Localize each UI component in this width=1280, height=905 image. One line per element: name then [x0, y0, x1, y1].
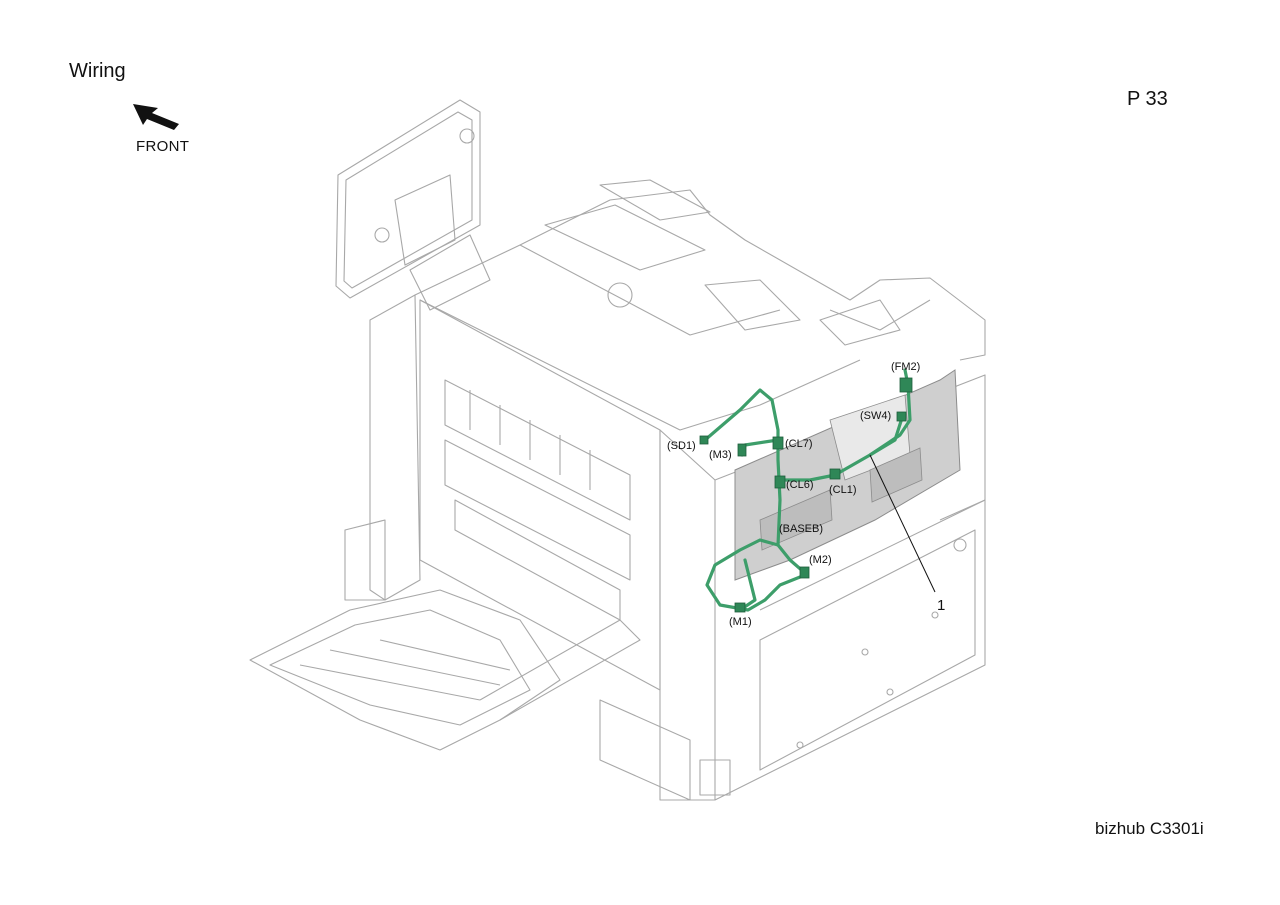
model-name: bizhub C3301i — [1095, 819, 1204, 838]
front-indicator: FRONT — [130, 100, 210, 160]
callout-m1: (M1) — [729, 616, 752, 628]
connector-fm2 — [899, 377, 913, 393]
machine-outline — [249, 99, 986, 801]
page-title: Wiring — [69, 60, 126, 82]
connector-cl6 — [774, 475, 786, 489]
connector-m3 — [737, 443, 747, 457]
connector-sd1 — [699, 435, 709, 445]
callout-m2: (M2) — [809, 554, 832, 566]
callout-baseb: (BASEB) — [779, 523, 823, 535]
front-label: FRONT — [136, 138, 190, 155]
connector-m2 — [799, 566, 810, 579]
connector-sw4 — [896, 411, 907, 422]
callout-fm2: (FM2) — [891, 361, 920, 373]
part-1-leader-line — [869, 454, 936, 593]
part-number-label: 1 — [937, 597, 945, 614]
callout-sd1: (SD1) — [667, 440, 696, 452]
connector-cl1 — [829, 468, 841, 480]
callout-m3: (M3) — [709, 449, 732, 461]
page-number: P 33 — [1127, 88, 1168, 110]
harness-connectors — [699, 377, 913, 613]
callout-cl7: (CL7) — [785, 438, 813, 450]
callout-sw4: (SW4) — [860, 410, 891, 422]
callout-cl6: (CL6) — [786, 479, 814, 491]
connector-cl7 — [772, 436, 784, 450]
connector-m1 — [734, 602, 746, 613]
front-arrow-icon — [133, 104, 179, 130]
callout-cl1: (CL1) — [829, 484, 857, 496]
